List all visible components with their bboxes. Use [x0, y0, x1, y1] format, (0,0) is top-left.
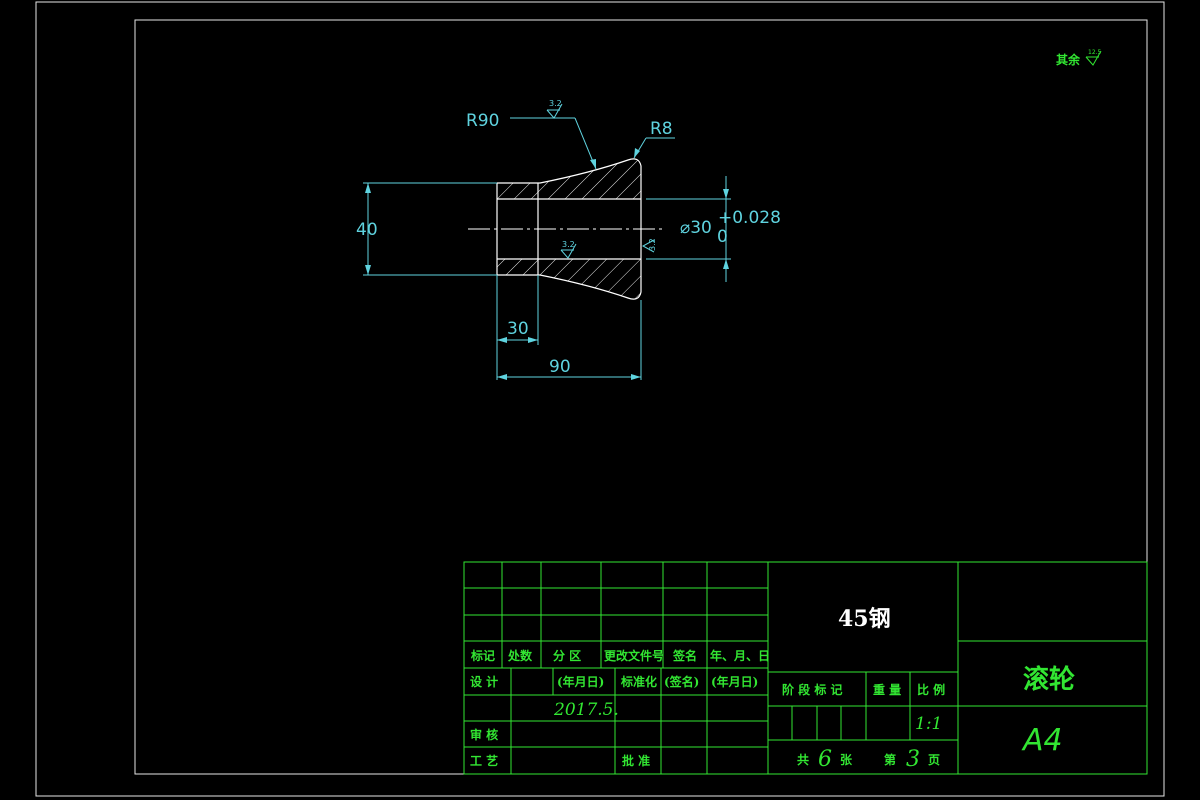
tb-lbl-process: 工 艺: [470, 753, 498, 768]
tb-lbl-sheets: 张: [840, 752, 853, 767]
tb-lbl-page-end: 页: [928, 753, 940, 767]
tb-sheet-no: 3: [906, 747, 920, 772]
svg-text:3.2: 3.2: [648, 238, 657, 251]
top-section-hatch: [497, 158, 641, 199]
tb-design-date: 2017.5.: [553, 700, 619, 720]
dim-bore-tol-lower: 0: [717, 227, 728, 247]
tb-hdr-zone: 分 区: [553, 648, 581, 663]
svg-text:12.5: 12.5: [1088, 49, 1102, 56]
dim-bore-tol-upper: +0.028: [718, 208, 781, 228]
roughness-symbol-profile: 3.2: [546, 99, 563, 119]
tb-lbl-design: 设 计: [470, 674, 498, 689]
dimension-lines: [363, 117, 731, 380]
tb-lbl-ymd2: (年月日): [711, 674, 758, 689]
roughness-symbol-bore: 3.2: [560, 240, 577, 259]
tb-sheet-size: A4: [1021, 723, 1063, 758]
svg-text:3.2: 3.2: [549, 99, 562, 108]
tb-lbl-stage-mark: 阶 段 标 记: [782, 682, 843, 697]
dim-total-length: 90: [549, 357, 571, 377]
tb-material: 45钢: [838, 606, 891, 632]
tb-lbl-total: 共: [797, 752, 809, 767]
tb-total-sheets: 6: [818, 747, 832, 772]
tb-lbl-page: 第: [884, 752, 896, 767]
dim-height: 40: [356, 220, 378, 240]
part-outline-bottom: [497, 259, 642, 300]
part-section-view: [468, 158, 662, 300]
tb-hdr-count: 处数: [507, 648, 533, 663]
title-block-lines: [463, 561, 1148, 775]
outer-frame: [35, 1, 1165, 797]
dim-radius-large: R90: [466, 111, 499, 131]
dimension-arrows: [365, 148, 729, 380]
dim-radius-small: R8: [650, 119, 673, 139]
general-roughness-note: 其余: [1056, 52, 1081, 67]
tb-hdr-change-doc: 更改文件号: [604, 648, 664, 663]
tb-lbl-ratio: 比 例: [917, 682, 945, 697]
tb-lbl-ymd1: (年月日): [557, 674, 604, 689]
tb-scale: 1:1: [915, 714, 942, 734]
tb-hdr-sign: 签名: [672, 648, 697, 663]
tb-part-name: 滚轮: [1023, 664, 1075, 695]
tb-lbl-signature: (签名): [664, 674, 699, 689]
part-outline-top: [497, 158, 642, 199]
tb-lbl-weight: 重 量: [873, 682, 901, 697]
svg-text:3.2: 3.2: [562, 240, 575, 249]
bottom-section-hatch: [497, 259, 641, 300]
tb-lbl-approve: 批 准: [622, 753, 650, 768]
dim-hub-length: 30: [507, 319, 529, 339]
dim-bore-diameter: ⌀30: [680, 218, 712, 238]
roughness-symbol-face: 3.2: [641, 238, 657, 253]
tb-lbl-review: 审 核: [470, 727, 498, 742]
general-roughness-symbol: 12.5: [1085, 49, 1102, 66]
tb-hdr-date: 年、月、日: [710, 648, 770, 663]
tb-hdr-mark: 标记: [470, 648, 495, 663]
tb-lbl-standardize: 标准化: [620, 674, 657, 689]
